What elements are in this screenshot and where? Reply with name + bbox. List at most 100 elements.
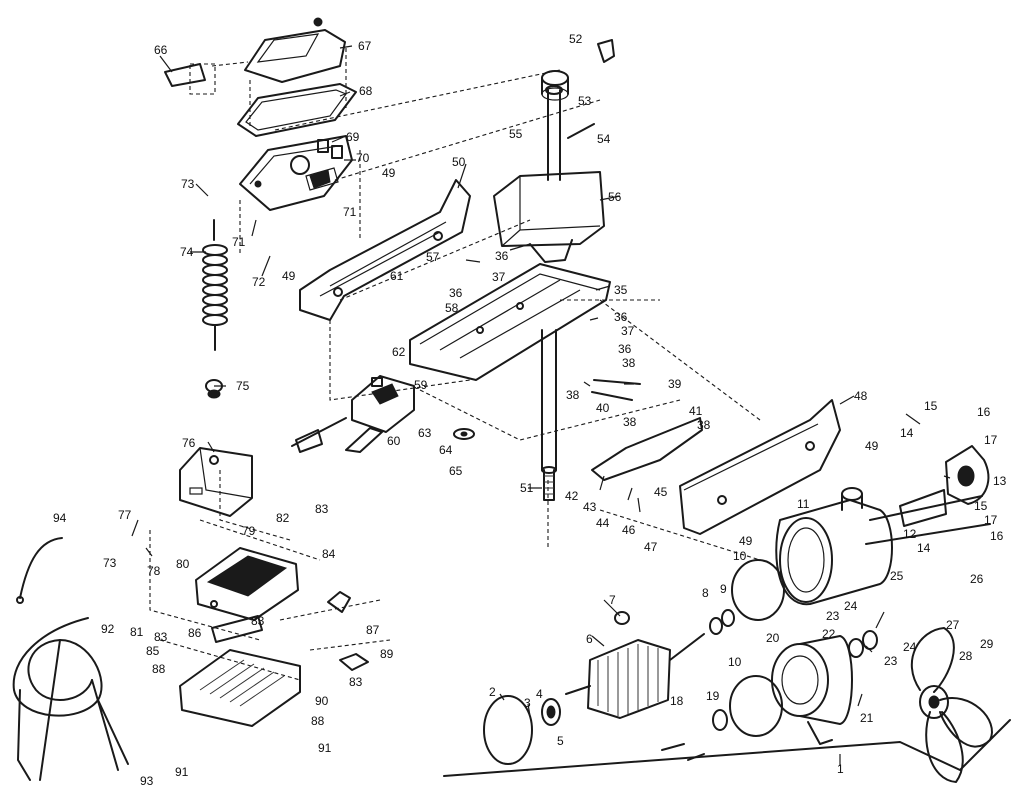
brush-plate-4 [541,698,561,726]
callout-85: 85 [146,644,160,658]
callout-37-b: 37 [621,324,635,338]
callout-23-lower: 23 [884,654,898,668]
top-cover-67 [244,17,346,83]
armature-6 [565,633,705,719]
nut-7 [614,611,630,625]
callout-51: 51 [520,481,534,495]
callout-72: 72 [252,275,266,289]
callout-41: 41 [689,404,703,418]
callout-49-d: 49 [739,534,753,548]
callout-65: 65 [449,464,463,478]
propeller-27 [910,627,993,783]
callout-83-a: 83 [315,502,329,516]
callout-12: 12 [903,527,917,541]
callout-49-b: 49 [282,269,296,283]
callout-43: 43 [583,500,597,514]
callout-13: 13 [993,474,1007,488]
callout-88-a: 88 [152,662,166,676]
plate-12 [899,489,947,527]
callout-42: 42 [565,489,579,503]
cover-42 [591,417,703,481]
callout-83-d: 83 [349,675,363,689]
callout-61: 61 [390,269,404,283]
callout-75: 75 [236,379,250,393]
callout-50: 50 [452,155,466,169]
callout-76: 76 [182,436,196,450]
callout-81: 81 [130,625,144,639]
thru-bolts-25 [865,495,991,545]
housing-48 [679,399,841,535]
callout-89: 89 [380,647,394,661]
motor-housing-11 [775,487,893,606]
callout-69: 69 [346,130,360,144]
callout-58: 58 [445,301,459,315]
callout-14-lower: 14 [917,541,931,555]
callout-54: 54 [597,132,611,146]
callout-49-c: 49 [865,439,879,453]
callout-38-a: 38 [622,356,636,370]
callout-73-b: 73 [103,556,117,570]
callout-16-upper: 16 [977,405,991,419]
cap-2 [483,695,533,765]
callout-46: 46 [622,523,636,537]
circuit-board-60 [291,375,415,453]
screw-54 [567,123,595,139]
callout-68: 68 [359,84,373,98]
callout-83-b: 83 [154,630,168,644]
control-head-70 [239,135,353,211]
callout-90: 90 [315,694,329,708]
callout-19: 19 [706,689,720,703]
plate-86 [211,615,263,643]
callout-8: 8 [702,586,709,600]
heat-sink-80 [195,547,299,621]
grommet-75 [205,379,223,399]
callout-63: 63 [418,426,432,440]
callout-70: 70 [356,151,370,165]
callout-59: 59 [414,378,428,392]
battery-cable-92 [12,617,129,781]
callout-17-lower: 17 [984,513,998,527]
callout-74: 74 [180,245,194,259]
plate-66 [164,63,206,87]
callout-22: 22 [822,627,836,641]
callout-40: 40 [596,401,610,415]
callout-60: 60 [387,434,401,448]
bearings-8-9 [709,609,735,635]
callout-36-d: 36 [618,342,632,356]
callout-11: 11 [797,497,810,511]
callout-73-a: 73 [181,177,195,191]
callout-24-upper: 24 [844,599,858,613]
callout-5: 5 [557,734,564,748]
callout-17-upper: 17 [984,433,998,447]
base-plate-90 [179,649,301,727]
callout-52: 52 [569,32,583,46]
callout-36-b: 36 [449,286,463,300]
end-cap-20 [771,635,853,745]
callout-2: 2 [489,685,496,699]
callout-1: 1 [837,762,844,776]
callout-83-c: 83 [251,614,265,628]
callout-71-b: 71 [232,235,246,249]
pins-39-40 [591,379,641,401]
callout-7: 7 [609,593,616,607]
bearings-22-23 [848,630,878,658]
callout-23-upper: 23 [826,609,840,623]
callout-26: 26 [970,572,984,586]
callout-47: 47 [644,540,658,554]
cover-bracket-76 [179,447,253,517]
callout-10-lower: 10 [728,655,742,669]
callout-9: 9 [720,582,727,596]
callout-62: 62 [392,345,406,359]
callout-36-c: 36 [614,310,628,324]
callout-92: 92 [101,622,115,636]
callout-28: 28 [959,649,973,663]
callout-67: 67 [358,39,372,53]
callout-45: 45 [654,485,668,499]
callout-29: 29 [980,637,994,651]
end-bracket-13 [945,445,990,505]
callout-80: 80 [176,557,190,571]
callout-37-a: 37 [492,270,506,284]
callout-79: 79 [242,524,256,538]
bracket-50 [299,179,471,321]
